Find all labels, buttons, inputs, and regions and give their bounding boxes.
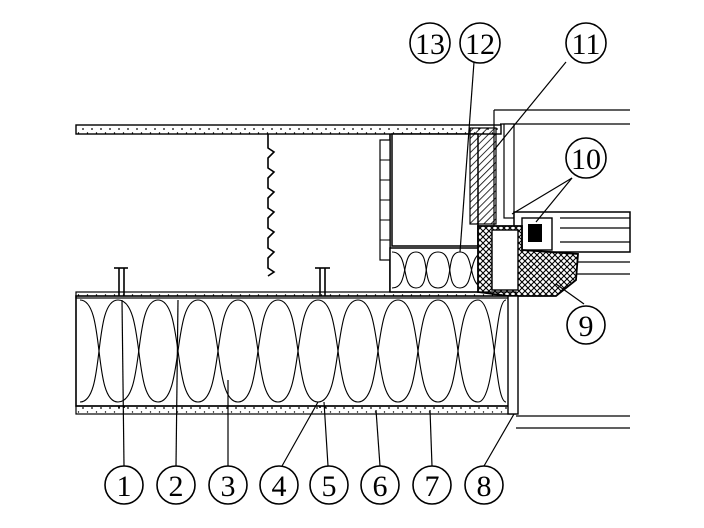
ceiling-panel <box>75 291 519 415</box>
callout-6: 6 <box>360 465 400 505</box>
callout-7: 7 <box>412 465 452 505</box>
callout-label: 10 <box>571 143 601 176</box>
callout-3: 3 <box>208 465 248 505</box>
callout-8: 8 <box>464 465 504 505</box>
callout-label: 2 <box>169 470 184 503</box>
callout-13: 13 <box>409 22 451 64</box>
block-wall <box>379 127 497 261</box>
callout-label: 1 <box>117 470 132 503</box>
wall-insulation <box>389 247 493 293</box>
callout-label: 8 <box>477 470 492 503</box>
lower-lines <box>516 415 630 429</box>
callout-label: 11 <box>572 28 601 61</box>
callout-label: 7 <box>425 470 440 503</box>
callout-label: 12 <box>465 28 495 61</box>
callout-10: 10 <box>565 137 607 179</box>
callout-11: 11 <box>565 22 607 64</box>
callout-label: 13 <box>415 28 445 61</box>
corrugated-profile <box>267 134 276 277</box>
callout-label: 4 <box>272 470 287 503</box>
callout-label: 3 <box>221 470 236 503</box>
callout-5: 5 <box>309 465 349 505</box>
callout-4: 4 <box>259 465 299 505</box>
callout-label: 6 <box>373 470 388 503</box>
callout-label: 9 <box>579 310 594 343</box>
upper-slab <box>75 124 502 135</box>
sill-insulation <box>477 225 579 297</box>
callout-9: 9 <box>566 305 606 345</box>
leader-lines <box>121 61 585 467</box>
callout-2: 2 <box>156 465 196 505</box>
callout-label: 5 <box>322 470 337 503</box>
callout-1: 1 <box>104 465 144 505</box>
callout-12: 12 <box>459 22 501 64</box>
